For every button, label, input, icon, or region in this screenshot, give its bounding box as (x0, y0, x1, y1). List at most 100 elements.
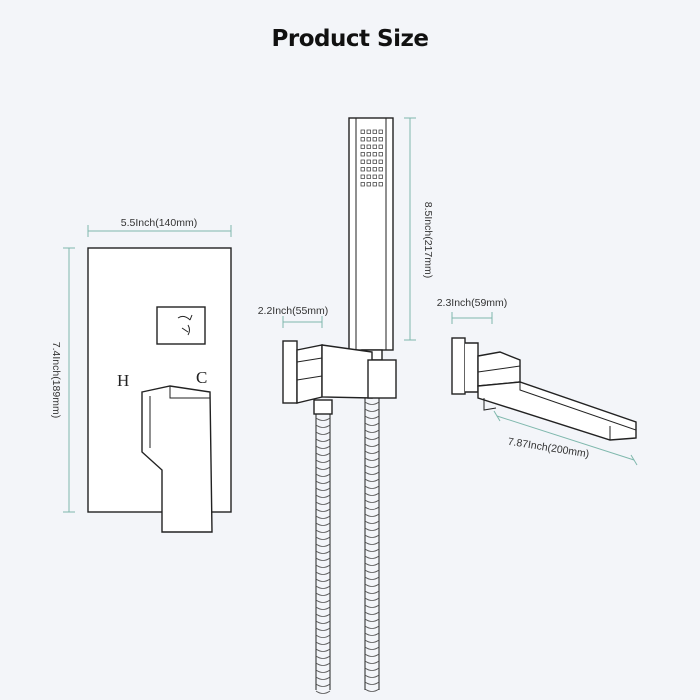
nozzle (360, 152, 365, 157)
hose-rib (364, 639, 380, 643)
hose-rib (315, 690, 331, 694)
hose-rib (315, 417, 331, 421)
nozzle (378, 144, 383, 149)
hose-rib (315, 578, 331, 582)
hose-rib (364, 576, 380, 580)
handshower-length-dimension: 8.5Inch(217mm) (404, 117, 434, 341)
hose-rib (364, 408, 380, 412)
shower-hose (315, 398, 380, 694)
nozzle (360, 182, 365, 187)
hose-rib (364, 562, 380, 566)
nozzle (372, 159, 377, 164)
hand-shower (348, 117, 394, 361)
diverter-button (156, 306, 206, 345)
nozzle (372, 129, 377, 134)
hose-rib (315, 655, 331, 659)
holder-depth-dimension: 2.2Inch(55mm) (258, 305, 328, 328)
hose-rib (315, 627, 331, 631)
hose-rib (364, 632, 380, 636)
hose-rib (315, 585, 331, 589)
diverter-icon (177, 314, 193, 336)
hose-rib (315, 564, 331, 568)
nozzle (372, 167, 377, 172)
nozzle (372, 182, 377, 187)
nozzle (366, 129, 371, 134)
hose-rib (364, 457, 380, 461)
hose-rib (364, 422, 380, 426)
hose-rib (364, 499, 380, 503)
hose-rib (315, 501, 331, 505)
hose-rib (315, 459, 331, 463)
panel-height-dimension: 7.4Inch(189mm) (50, 247, 75, 513)
nozzle (366, 137, 371, 142)
nozzle (378, 174, 383, 179)
hose-rib (364, 688, 380, 692)
hot-label: H (117, 371, 129, 390)
hose-rib (364, 611, 380, 615)
hose-rib (315, 683, 331, 687)
nozzle (378, 152, 383, 157)
nozzle (366, 159, 371, 164)
hose-rib (315, 543, 331, 547)
hose-rib (364, 646, 380, 650)
hose-rib (315, 480, 331, 484)
hose-rib (364, 415, 380, 419)
cold-label: C (196, 368, 207, 387)
tub-spout (451, 337, 637, 441)
hose-rib (364, 590, 380, 594)
shower-holder (282, 340, 397, 415)
nozzle (372, 144, 377, 149)
nozzle (360, 174, 365, 179)
hose-rib (364, 681, 380, 685)
panel-height-label: 7.4Inch(189mm) (50, 342, 62, 418)
hose-rib (364, 597, 380, 601)
hose-rib (315, 676, 331, 680)
nozzle (378, 167, 383, 172)
hose-rib (315, 613, 331, 617)
hose-rib (315, 445, 331, 449)
nozzle (360, 129, 365, 134)
spout-length-label: 7.87Inch(200mm) (507, 436, 590, 461)
hose-rib (315, 438, 331, 442)
hose-rib (364, 618, 380, 622)
hose-rib (364, 401, 380, 405)
hose-rib (315, 648, 331, 652)
hose-rib (315, 487, 331, 491)
hose-rib (364, 569, 380, 573)
nozzle (366, 182, 371, 187)
hose-rib (364, 548, 380, 552)
hose-rib (364, 653, 380, 657)
hose-rib (364, 625, 380, 629)
hose-rib (315, 424, 331, 428)
hose-rib (364, 443, 380, 447)
nozzle (366, 144, 371, 149)
hose-rib (364, 485, 380, 489)
hose-rib (364, 541, 380, 545)
hose-rib (315, 550, 331, 554)
hose-rib (364, 436, 380, 440)
hose-rib (315, 529, 331, 533)
nozzle (366, 167, 371, 172)
hose-rib (364, 478, 380, 482)
nozzle (360, 137, 365, 142)
hose-rib (315, 431, 331, 435)
hose-rib (315, 592, 331, 596)
hose-rib (315, 662, 331, 666)
hose-rib (364, 429, 380, 433)
nozzle (360, 159, 365, 164)
hose-rib (364, 604, 380, 608)
hose-rib (315, 634, 331, 638)
hose-rib (364, 513, 380, 517)
hose-rib (315, 606, 331, 610)
hose-rib (364, 471, 380, 475)
nozzle (372, 137, 377, 142)
nozzle (378, 129, 383, 134)
hose-rib (315, 536, 331, 540)
hose-rib (315, 466, 331, 470)
spout-base-dimension: 2.3Inch(59mm) (437, 297, 508, 324)
hose-rib (315, 494, 331, 498)
spout-base-label: 2.3Inch(59mm) (437, 297, 508, 309)
hose-rib (364, 506, 380, 510)
nozzle (366, 174, 371, 179)
